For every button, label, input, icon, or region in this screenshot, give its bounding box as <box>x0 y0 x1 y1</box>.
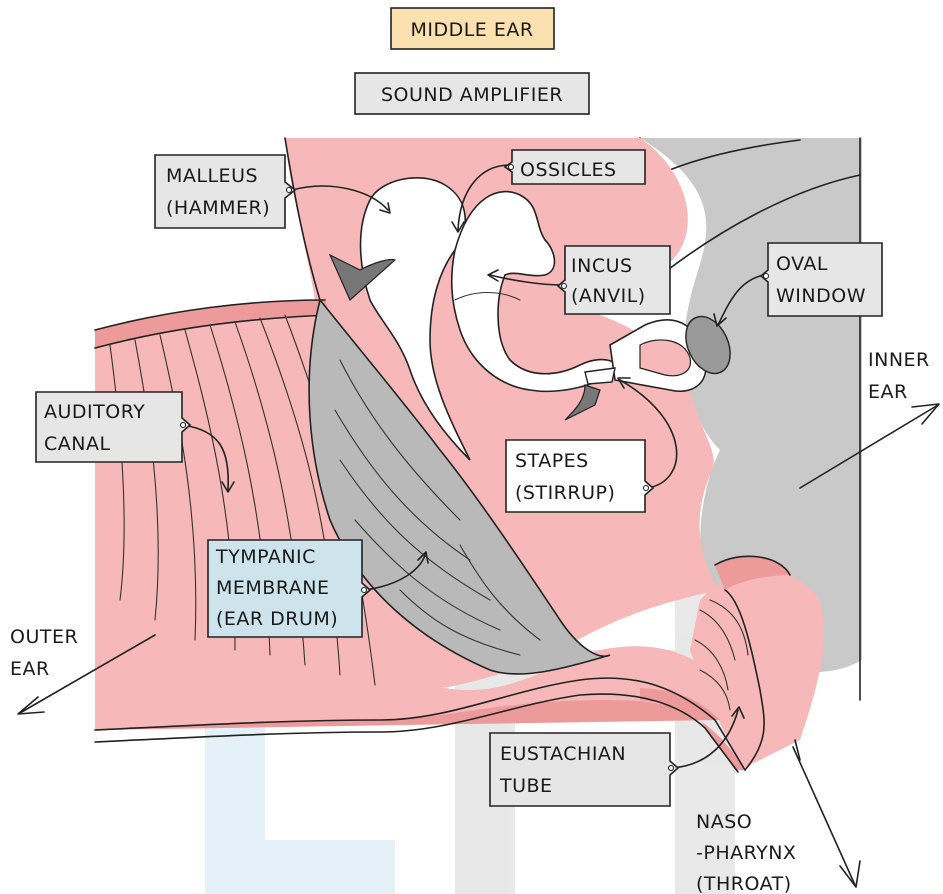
svg-text:(HAMMER): (HAMMER) <box>166 197 270 219</box>
subtitle-text: SOUND AMPLIFIER <box>381 84 563 106</box>
svg-text:CANAL: CANAL <box>44 433 111 455</box>
label-malleus: MALLEUS (HAMMER) <box>155 155 295 228</box>
svg-text:TYMPANIC: TYMPANIC <box>215 546 316 568</box>
label-eustachian-tube: EUSTACHIAN TUBE <box>490 733 678 806</box>
svg-text:MALLEUS: MALLEUS <box>166 165 258 187</box>
label-incus: INCUS (ANVIL) <box>558 246 670 314</box>
svg-text:OSSICLES: OSSICLES <box>520 159 617 181</box>
label-inner-ear: INNER EAR <box>868 349 930 403</box>
svg-text:(STIRRUP): (STIRRUP) <box>515 482 615 504</box>
label-oval-window: OVAL WINDOW <box>761 243 882 316</box>
svg-text:OUTER: OUTER <box>10 626 78 648</box>
label-tympanic-membrane: TYMPANIC MEMBRANE (EAR DRUM) <box>208 540 370 637</box>
svg-text:WINDOW: WINDOW <box>776 285 866 307</box>
title-box: MIDDLE EAR <box>391 8 554 49</box>
svg-text:EAR: EAR <box>10 658 50 680</box>
svg-text:NASO: NASO <box>696 811 752 833</box>
svg-text:INNER: INNER <box>868 349 930 371</box>
label-ossicles: OSSICLES <box>505 150 645 184</box>
subtitle-box: SOUND AMPLIFIER <box>355 73 589 114</box>
svg-text:-PHARYNX: -PHARYNX <box>696 842 796 864</box>
svg-text:OVAL: OVAL <box>776 253 828 275</box>
svg-text:AUDITORY: AUDITORY <box>44 401 145 423</box>
svg-text:INCUS: INCUS <box>571 255 633 277</box>
label-outer-ear: OUTER EAR <box>10 626 78 680</box>
svg-text:MEMBRANE: MEMBRANE <box>216 577 329 599</box>
svg-text:(THROAT): (THROAT) <box>696 873 792 894</box>
svg-text:TUBE: TUBE <box>499 775 553 797</box>
svg-text:(EAR DRUM): (EAR DRUM) <box>216 608 338 630</box>
svg-text:EUSTACHIAN: EUSTACHIAN <box>500 743 626 765</box>
title-text: MIDDLE EAR <box>410 19 533 41</box>
svg-text:(ANVIL): (ANVIL) <box>571 285 646 307</box>
label-stapes: STAPES (STIRRUP) <box>506 440 653 512</box>
svg-text:EAR: EAR <box>868 381 908 403</box>
label-auditory-canal: AUDITORY CANAL <box>36 392 190 462</box>
label-nasopharynx: NASO -PHARYNX (THROAT) <box>696 811 796 894</box>
svg-text:STAPES: STAPES <box>515 450 589 472</box>
